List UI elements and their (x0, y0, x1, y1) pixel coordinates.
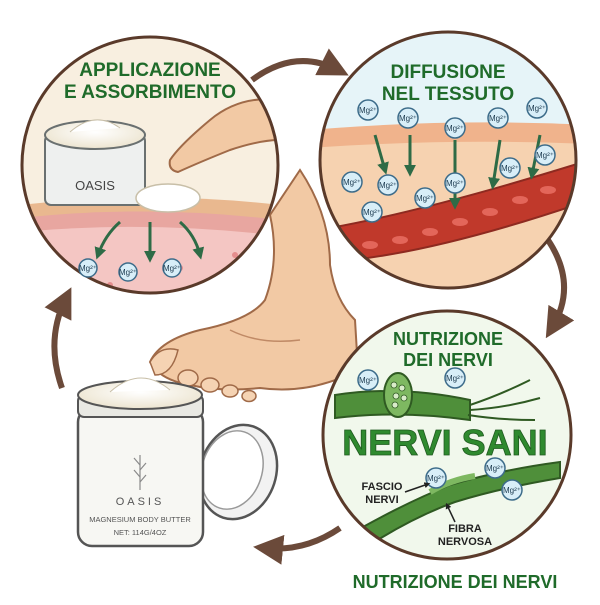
svg-text:Mg²⁺: Mg²⁺ (379, 181, 397, 190)
svg-text:Mg²⁺: Mg²⁺ (79, 264, 97, 273)
svg-text:Mg²⁺: Mg²⁺ (446, 374, 464, 383)
svg-text:Mg²⁺: Mg²⁺ (427, 474, 445, 483)
svg-text:FIBRA: FIBRA (448, 523, 482, 535)
application-title-line2: E ASSORBIMENTO (64, 82, 236, 103)
panel-application: OASIS APPLICAZIONE E ASSORBIMENTO Mg²⁺ M… (20, 35, 280, 295)
svg-text:Mg²⁺: Mg²⁺ (486, 464, 504, 473)
svg-text:Mg²⁺: Mg²⁺ (359, 376, 377, 385)
ion-group-diffusion: Mg²⁺ Mg²⁺ Mg²⁺ Mg²⁺ Mg²⁺ Mg²⁺ Mg²⁺ Mg²⁺ … (341, 97, 556, 223)
ion-group-application: Mg²⁺ Mg²⁺ Mg²⁺ (78, 258, 182, 282)
lavender-sprig-icon (133, 455, 147, 490)
svg-text:Mg²⁺: Mg²⁺ (399, 114, 417, 123)
svg-text:Mg²⁺: Mg²⁺ (359, 106, 377, 115)
cycle-arrow-left (44, 287, 72, 390)
panel-nerve-nutrition: NUTRIZIONE DEI NERVI NERVI SANI Mg²⁺ Mg²… (321, 309, 573, 561)
diffusion-title-line2: NEL TESSUTO (382, 84, 514, 105)
nervi-sani-headline: NERVI SANI (342, 422, 547, 463)
svg-text:Mg²⁺: Mg²⁺ (163, 264, 181, 273)
product-net-weight: NET: 114G/4OZ (114, 528, 167, 537)
panel-diffusion: DIFFUSIONE NEL TESSUTO Mg²⁺ Mg²⁺ Mg²⁺ Mg… (318, 30, 578, 290)
svg-text:Mg²⁺: Mg²⁺ (363, 208, 381, 217)
svg-text:Mg²⁺: Mg²⁺ (503, 486, 521, 495)
product-name: MAGNESIUM BODY BUTTER (89, 515, 191, 524)
ion-group-nutrition: Mg²⁺ Mg²⁺ Mg²⁺ Mg²⁺ Mg²⁺ (357, 367, 523, 501)
svg-text:NERVOSA: NERVOSA (438, 536, 492, 548)
svg-text:Mg²⁺: Mg²⁺ (489, 114, 507, 123)
svg-text:Mg²⁺: Mg²⁺ (536, 151, 554, 160)
svg-text:Mg²⁺: Mg²⁺ (416, 194, 434, 203)
application-title-line1: APPLICAZIONE (79, 60, 220, 81)
product-jar: OASIS MAGNESIUM BODY BUTTER NET: 114G/4O… (76, 377, 279, 548)
svg-text:NERVI: NERVI (365, 494, 398, 506)
svg-text:Mg²⁺: Mg²⁺ (119, 268, 137, 277)
svg-text:Mg²⁺: Mg²⁺ (501, 164, 519, 173)
cycle-arrow-right (545, 238, 575, 339)
fascio-nervi-label: FASCIO NERVI (362, 481, 431, 506)
svg-text:FASCIO: FASCIO (362, 481, 403, 493)
nutrition-title-line1: NUTRIZIONE (393, 329, 503, 349)
svg-text:Mg²⁺: Mg²⁺ (446, 124, 464, 133)
jar-label: OASIS (75, 178, 115, 193)
nutrition-title-line2: DEI NERVI (403, 350, 493, 370)
fibra-nervosa-label: FIBRA NERVOSA (438, 502, 492, 548)
bottom-caption: NUTRIZIONE DEI NERVI (353, 572, 558, 592)
svg-text:Mg²⁺: Mg²⁺ (343, 178, 361, 187)
diffusion-title-line1: DIFFUSIONE (390, 62, 505, 83)
cycle-arrow-bottom (253, 525, 342, 565)
product-brand: OASIS (116, 496, 165, 508)
svg-text:Mg²⁺: Mg²⁺ (528, 104, 546, 113)
cycle-arrow-top (250, 48, 349, 83)
svg-text:Mg²⁺: Mg²⁺ (446, 179, 464, 188)
foot-illustration (148, 168, 360, 403)
